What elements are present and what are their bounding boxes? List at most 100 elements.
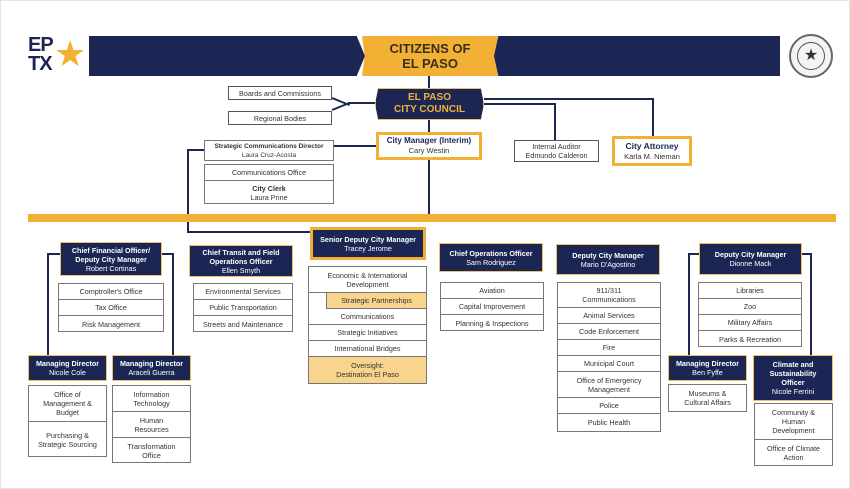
- transit-name: Ellen Smyth: [221, 265, 261, 275]
- transit-title2: Operations Officer: [209, 256, 273, 266]
- logo-text-ep: EP: [28, 34, 54, 56]
- mack-bracket-left: [688, 253, 690, 355]
- md-guerra-name: Araceli Guerra: [128, 368, 175, 377]
- list-item: Office of Climate Action: [767, 444, 820, 462]
- list-item: Police: [558, 398, 660, 414]
- list-item: Comptroller's Office: [59, 284, 163, 300]
- md-guerra-header: Managing Director Araceli Guerra: [112, 355, 191, 381]
- senior-dcm-name: Tracey Jerome: [344, 243, 392, 253]
- senior-dcm-header: Senior Deputy City Manager Tracey Jerome: [310, 227, 426, 260]
- list-item: Strategic Initiatives: [309, 325, 426, 341]
- list-item: Streets and Maintenance: [203, 319, 283, 329]
- list-item: Zoo: [699, 299, 801, 315]
- seal-star-icon: ★: [803, 47, 819, 64]
- strategic-comms-name: Laura Cruz-Acosta: [241, 151, 297, 159]
- oversight-item: Oversight: Destination El Paso: [309, 357, 426, 383]
- citizens-title-line1: CITIZENS OF: [389, 41, 471, 56]
- dcm-dagostino-list: 911/311 Communications Animal Services C…: [557, 282, 661, 432]
- city-council-box: EL PASO CITY COUNCIL: [375, 88, 484, 120]
- list-item: Animal Services: [558, 308, 660, 324]
- coo-name: Sam Rodriguez: [466, 257, 516, 267]
- star-icon: ★: [54, 33, 87, 74]
- connector-citizens-council: [428, 76, 430, 88]
- strategic-comms-box: Strategic Communications Director Laura …: [204, 140, 334, 161]
- list-item: 911/311 Communications: [558, 283, 660, 308]
- oversight-line2: Destination El Paso: [336, 370, 399, 379]
- mack-bracket-right-top: [800, 253, 812, 255]
- citizens-banner: CITIZENS OF EL PASO: [362, 36, 498, 76]
- climate-title3: Officer: [781, 378, 805, 387]
- city-attorney-title: City Attorney: [625, 140, 679, 151]
- citizens-title-line2: EL PASO: [402, 56, 458, 71]
- list-item: Risk Management: [82, 319, 140, 329]
- connector-comms-senior: [187, 231, 311, 233]
- list-item: Municipal Court: [558, 356, 660, 372]
- list-item: Libraries: [699, 283, 801, 299]
- md-fyffe-list: Museums & Cultural Affairs: [668, 384, 747, 412]
- list-item: Planning & Inspections: [455, 318, 529, 328]
- mack-bracket-left-top: [688, 253, 700, 255]
- cfo-list: Comptroller's Office Tax Office Risk Man…: [58, 283, 164, 332]
- list-item: Public Health: [587, 417, 631, 427]
- council-line1: EL PASO: [408, 92, 451, 103]
- city-clerk-name: Laura Prine: [250, 192, 288, 202]
- list-item: Capital Improvement: [441, 299, 543, 315]
- list-item: Office of Emergency Management: [558, 372, 660, 398]
- coo-header: Chief Operations Officer Sam Rodriguez: [439, 243, 543, 272]
- cfo-title1: Chief Financial Officer/: [71, 245, 151, 255]
- dcm-dagostino-header: Deputy City Manager Mario D'Agostino: [556, 244, 660, 275]
- list-item: Community & Human Development: [755, 404, 832, 440]
- senior-dcm-title: Senior Deputy City Manager: [320, 234, 416, 244]
- list-item: Environmental Services: [194, 284, 292, 300]
- connector-auditor-down: [554, 103, 556, 141]
- banner-left: [89, 36, 365, 76]
- list-item: Public Transportation: [194, 300, 292, 316]
- logo-text-tx: TX: [28, 53, 53, 75]
- cfo-bracket-right: [172, 253, 174, 355]
- connector-manager-comms: [333, 145, 379, 147]
- list-item: Tax Office: [59, 300, 163, 316]
- dcm-mack-list: Libraries Zoo Military Affairs Parks & R…: [698, 282, 802, 347]
- cfo-bracket-left-top: [47, 253, 61, 255]
- list-item: Aviation: [441, 283, 543, 299]
- banner-right: [494, 36, 780, 76]
- internal-auditor-box: Internal Auditor Edmundo Calderon: [514, 140, 599, 162]
- comms-clerk-list: Communications Office City Clerk Laura P…: [204, 164, 334, 204]
- auditor-name: Edmundo Calderon: [525, 151, 588, 160]
- list-item: Transformation Office: [127, 441, 176, 460]
- md-cole-name: Nicole Cole: [49, 368, 86, 377]
- md-fyffe-name: Ben Fyffe: [692, 368, 723, 377]
- climate-list: Community & Human Development Office of …: [754, 403, 833, 466]
- connector-comms-left: [187, 149, 205, 151]
- eptx-logo: EP TX ★: [28, 35, 88, 77]
- connector-council-attorney: [484, 98, 652, 100]
- connector-attorney-down: [652, 98, 654, 136]
- seal-inner-ring: ★: [797, 42, 825, 70]
- cfo-header: Chief Financial Officer/ Deputy City Man…: [60, 242, 162, 276]
- cfo-bracket-left: [47, 253, 49, 355]
- dcm-mack-name: Dionne Mack: [729, 259, 772, 268]
- md-cole-title: Managing Director: [35, 359, 100, 368]
- list-item: Economic & International Development: [309, 267, 426, 293]
- regional-bodies-box: Regional Bodies: [228, 111, 332, 125]
- connector-council-auditor: [484, 103, 554, 105]
- cfo-bracket-right-top: [160, 253, 174, 255]
- city-attorney-box: City Attorney Karla M. Nieman: [612, 136, 692, 166]
- list-item: Military Affairs: [699, 315, 801, 331]
- gold-divider: [28, 214, 836, 222]
- list-item: Purchasing & Strategic Sourcing: [38, 430, 97, 449]
- coo-title: Chief Operations Officer: [449, 248, 533, 258]
- list-item: Parks & Recreation: [719, 334, 781, 344]
- city-clerk-item: City Clerk Laura Prine: [205, 181, 333, 204]
- dcm-mack-title: Deputy City Manager: [714, 250, 787, 259]
- city-manager-name: Cary Westin: [408, 146, 450, 155]
- transit-list: Environmental Services Public Transporta…: [193, 283, 293, 332]
- list-item: Communications: [309, 309, 426, 325]
- connector-council-manager: [428, 120, 430, 134]
- list-item: Code Enforcement: [558, 324, 660, 340]
- cfo-name: Robert Cortinas: [85, 263, 137, 273]
- city-seal: ★: [789, 34, 833, 78]
- md-fyffe-header: Managing Director Ben Fyffe: [668, 355, 747, 381]
- mack-bracket-right: [810, 253, 812, 355]
- senior-dcm-list: Economic & International Development Str…: [308, 266, 427, 384]
